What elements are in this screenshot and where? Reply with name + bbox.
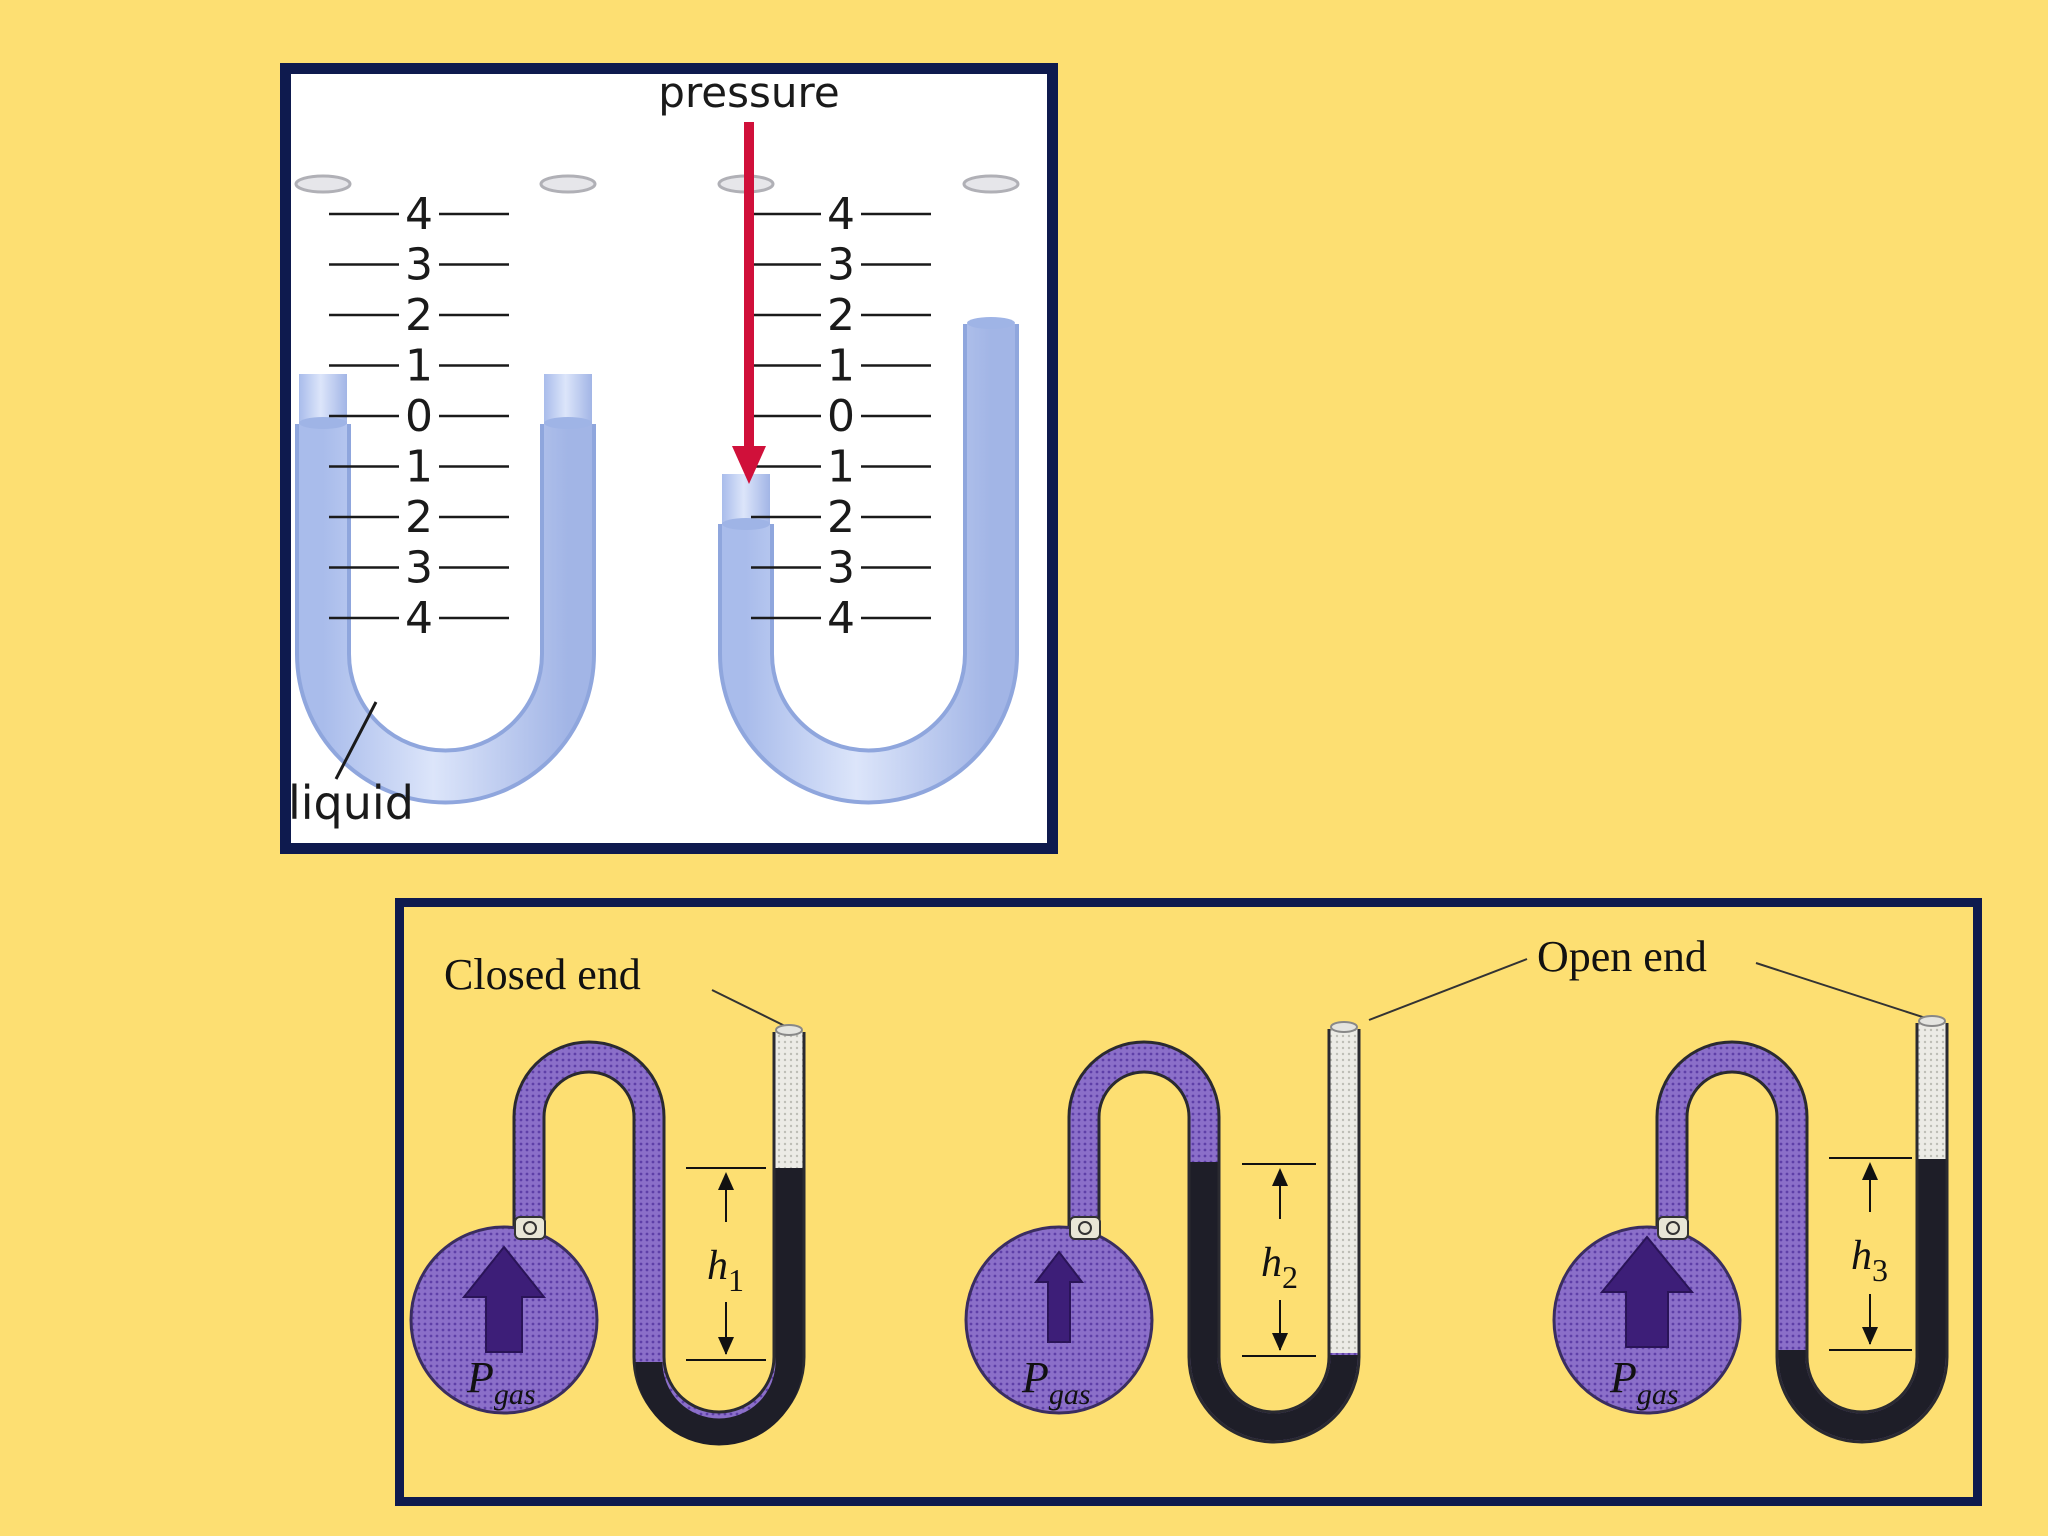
- gas-manometer-diagram: Closed end Open end: [409, 932, 1949, 1446]
- open-end-manometer-3: h3 Pgas: [1552, 1015, 1949, 1444]
- gas-manometer-panel: Closed end Open end: [395, 898, 1982, 1506]
- closed-end-manometer: h1 Pgas: [409, 1024, 806, 1446]
- liquid-leader-line: [334, 701, 378, 780]
- scale-label: 3: [405, 240, 433, 291]
- height-marker-3: [1829, 1157, 1912, 1351]
- gas-pressure-arrow-icon: [1599, 1235, 1695, 1348]
- closed-end-leader: [711, 989, 788, 1028]
- scale-label: 1: [405, 341, 433, 392]
- mercury-column: [1778, 1159, 1946, 1441]
- open-end-leader-1: [1368, 958, 1528, 1021]
- left-u-tube: [294, 174, 597, 805]
- scale-label: 1: [405, 442, 433, 493]
- height-marker-2: [1242, 1163, 1316, 1357]
- scale-label: 4: [405, 189, 433, 240]
- scale-label: 0: [405, 391, 433, 442]
- scale-label: 3: [405, 543, 433, 594]
- scale-label: 1: [827, 442, 855, 493]
- h2-label: h2: [1261, 1240, 1298, 1295]
- height-marker-1: [686, 1167, 766, 1361]
- scale-label: 1: [827, 341, 855, 392]
- p-gas-label-1: Pgas: [466, 1353, 536, 1411]
- scale-label: 2: [405, 492, 433, 543]
- pressure-label: pressure: [658, 74, 839, 117]
- scale-label: 4: [827, 593, 855, 644]
- pressure-arrow: [732, 122, 766, 484]
- scale-label: 2: [827, 290, 855, 341]
- scale-label: 0: [827, 391, 855, 442]
- p-gas-label-3: Pgas: [1609, 1353, 1679, 1411]
- scale-label: 4: [405, 593, 433, 644]
- liquid-label: liquid: [291, 776, 414, 830]
- gas-pressure-arrow-icon: [461, 1245, 547, 1353]
- scale-label: 4: [827, 189, 855, 240]
- scale-label: 3: [827, 240, 855, 291]
- valve-icon: [1069, 1216, 1101, 1240]
- mercury-column: [635, 1168, 803, 1446]
- closed-end-label: Closed end: [444, 950, 641, 999]
- open-end-label: Open end: [1537, 932, 1707, 981]
- mercury-column: [1190, 1162, 1358, 1441]
- scale-label: 2: [405, 290, 433, 341]
- open-end-manometer-2: h2 Pgas: [964, 1021, 1361, 1444]
- scale-label: 3: [827, 543, 855, 594]
- right-u-tube: [717, 174, 1020, 805]
- valve-icon: [1657, 1216, 1689, 1240]
- h1-label: h1: [707, 1243, 744, 1298]
- p-gas-label-2: Pgas: [1021, 1353, 1091, 1411]
- open-end-leader-2: [1755, 962, 1939, 1023]
- scale-label: 2: [827, 492, 855, 543]
- h3-label: h3: [1851, 1233, 1888, 1288]
- valve-icon: [514, 1216, 546, 1240]
- gas-pressure-arrow-icon: [1033, 1250, 1085, 1343]
